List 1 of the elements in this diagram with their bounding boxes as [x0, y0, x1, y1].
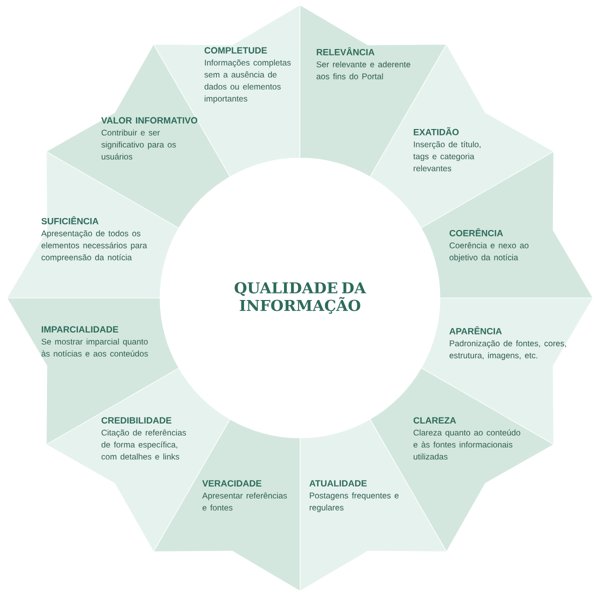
title: QUALIDADE DA INFORMAÇÃO [234, 282, 366, 314]
